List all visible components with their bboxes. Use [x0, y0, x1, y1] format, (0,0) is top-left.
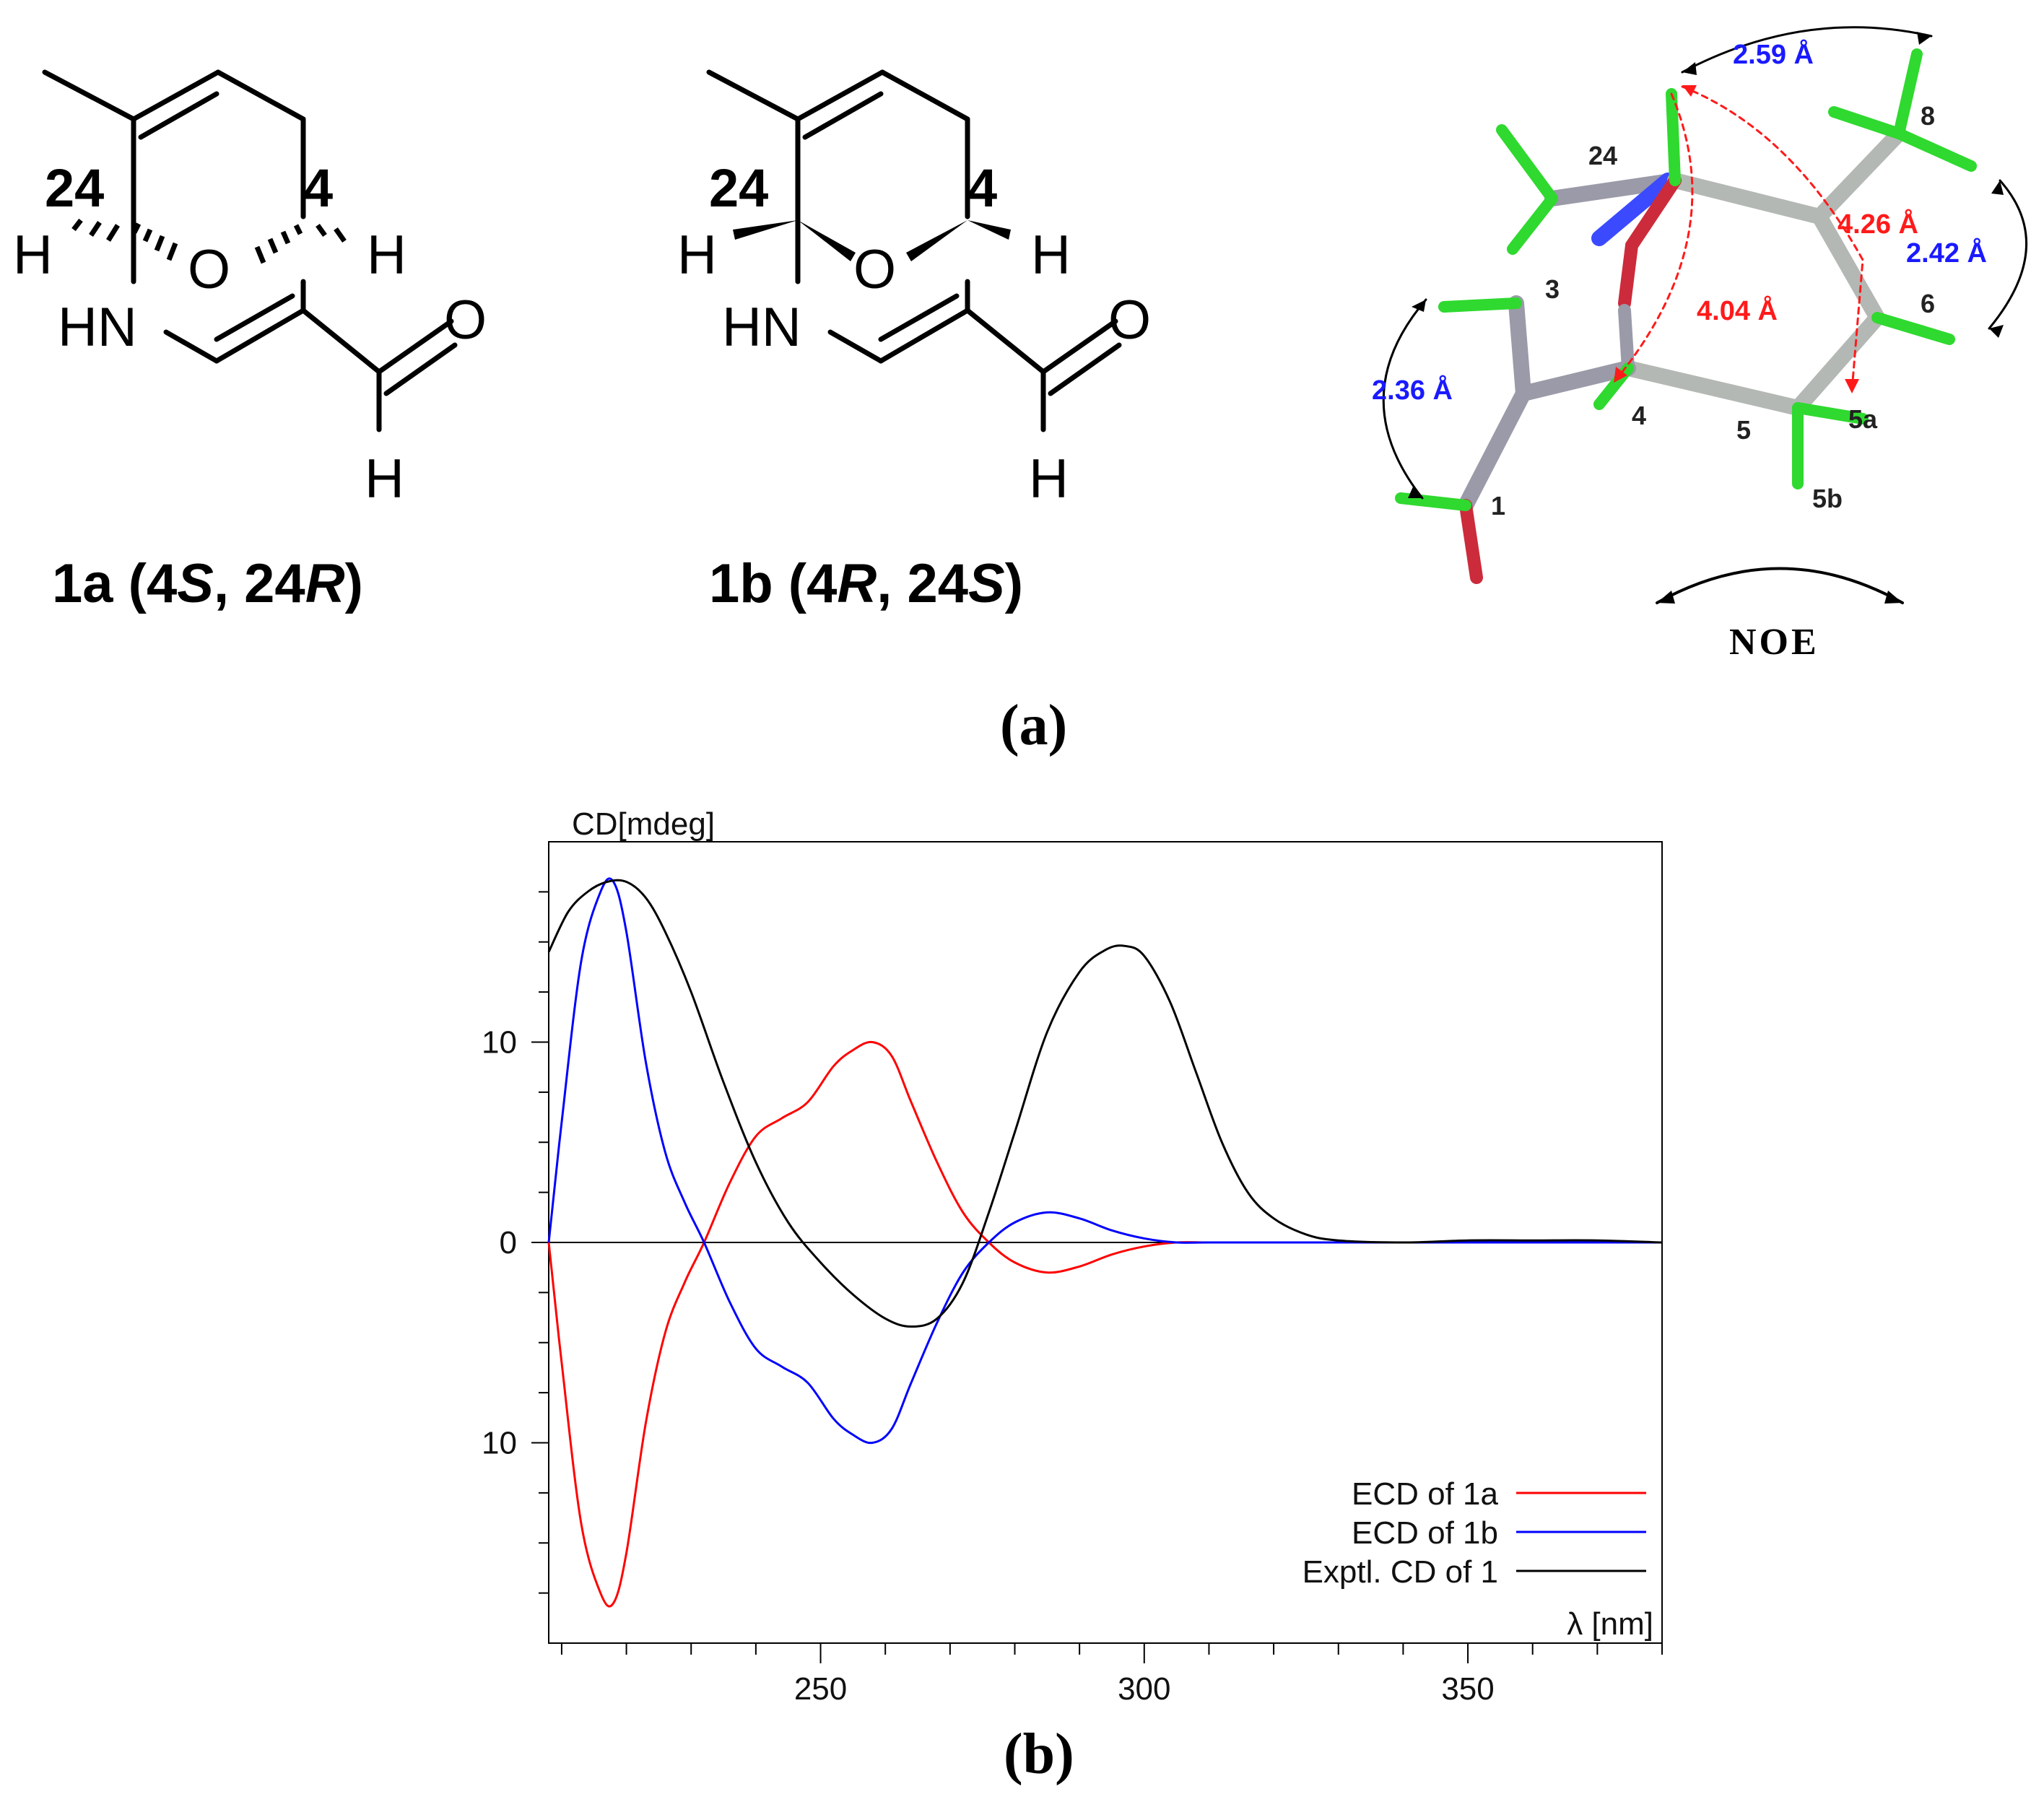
- atom-label-24: 24: [709, 158, 769, 218]
- atom-o-aldehyde: O: [1108, 289, 1152, 351]
- atom-h-left: H: [13, 225, 53, 286]
- atom-label-24: 24: [45, 158, 105, 218]
- y-tick-label: 0: [500, 1225, 517, 1260]
- structure-1b-bonds: [706, 69, 1122, 432]
- atom-h-aldehyde: H: [365, 448, 404, 510]
- atom-number-3: 3: [1545, 274, 1560, 304]
- atom-number-4: 4: [1632, 401, 1647, 430]
- y-tick-label: 10: [482, 1025, 517, 1061]
- atom-number-8: 8: [1921, 101, 1936, 131]
- distance-2-59: 2.59 Å: [1733, 40, 1814, 70]
- atom-h-right: H: [367, 225, 406, 286]
- atom-hn: HN: [722, 297, 801, 358]
- atom-h-right: H: [1031, 225, 1071, 286]
- model-3d-drawing: [1382, 26, 2028, 604]
- distance-2-36: 2.36 Å: [1372, 375, 1453, 406]
- distance-4-26: 4.26 Å: [1838, 209, 1918, 240]
- x-tick-label: 350: [1441, 1671, 1494, 1707]
- atom-o-bridge: O: [188, 239, 231, 300]
- panel-label-a: (a): [1000, 694, 1068, 757]
- atom-number-24: 24: [1588, 141, 1618, 170]
- atom-number-6: 6: [1921, 289, 1936, 318]
- y-tick-label: 10: [482, 1426, 517, 1461]
- structure-1a: 24 4 H H O HN O H 1a (4S, 24R): [0, 0, 520, 650]
- atom-h-left: H: [677, 225, 717, 286]
- series-line-3: [547, 879, 1663, 1328]
- atom-number-5b: 5b: [1812, 484, 1843, 513]
- structure-1a-caption: 1a (4S, 24R): [52, 553, 363, 614]
- atom-number-1: 1: [1491, 491, 1506, 521]
- legend-label: ECD of 1a: [1352, 1476, 1499, 1512]
- panel-label-b: (b): [1004, 1723, 1074, 1786]
- y-axis-label: CD[mdeg]: [572, 806, 715, 842]
- atom-label-4: 4: [967, 158, 998, 218]
- atom-h-aldehyde: H: [1029, 448, 1069, 510]
- distance-4-04: 4.04 Å: [1697, 296, 1778, 326]
- atom-o-aldehyde: O: [444, 289, 487, 351]
- x-axis-label: λ [nm]: [1567, 1606, 1653, 1642]
- atom-number-5: 5: [1736, 415, 1752, 445]
- model-3d: 24 3 8 6 4 5 5a 5b 1 2.59 Å 4.26 Å 2.42 …: [1328, 0, 2044, 686]
- atom-number-5a: 5a: [1848, 404, 1878, 434]
- x-tick-label: 250: [794, 1671, 847, 1707]
- structure-1b-caption: 1b (4R, 24S): [709, 553, 1024, 614]
- atom-o-bridge: O: [853, 239, 897, 300]
- series-line-2: [547, 877, 1662, 1445]
- distance-2-42: 2.42 Å: [1906, 238, 1987, 269]
- atom-label-4: 4: [303, 158, 334, 218]
- atom-hn: HN: [58, 297, 137, 358]
- legend-label: ECD of 1b: [1352, 1515, 1498, 1551]
- noe-label: NOE: [1729, 622, 1819, 663]
- structure-1a-bonds: [42, 69, 458, 432]
- legend-label: Exptl. CD of 1: [1302, 1554, 1498, 1590]
- x-tick-label: 300: [1118, 1671, 1170, 1707]
- structure-1b: 24 4 H H O HN O H 1b (4R, 24S): [664, 0, 1184, 650]
